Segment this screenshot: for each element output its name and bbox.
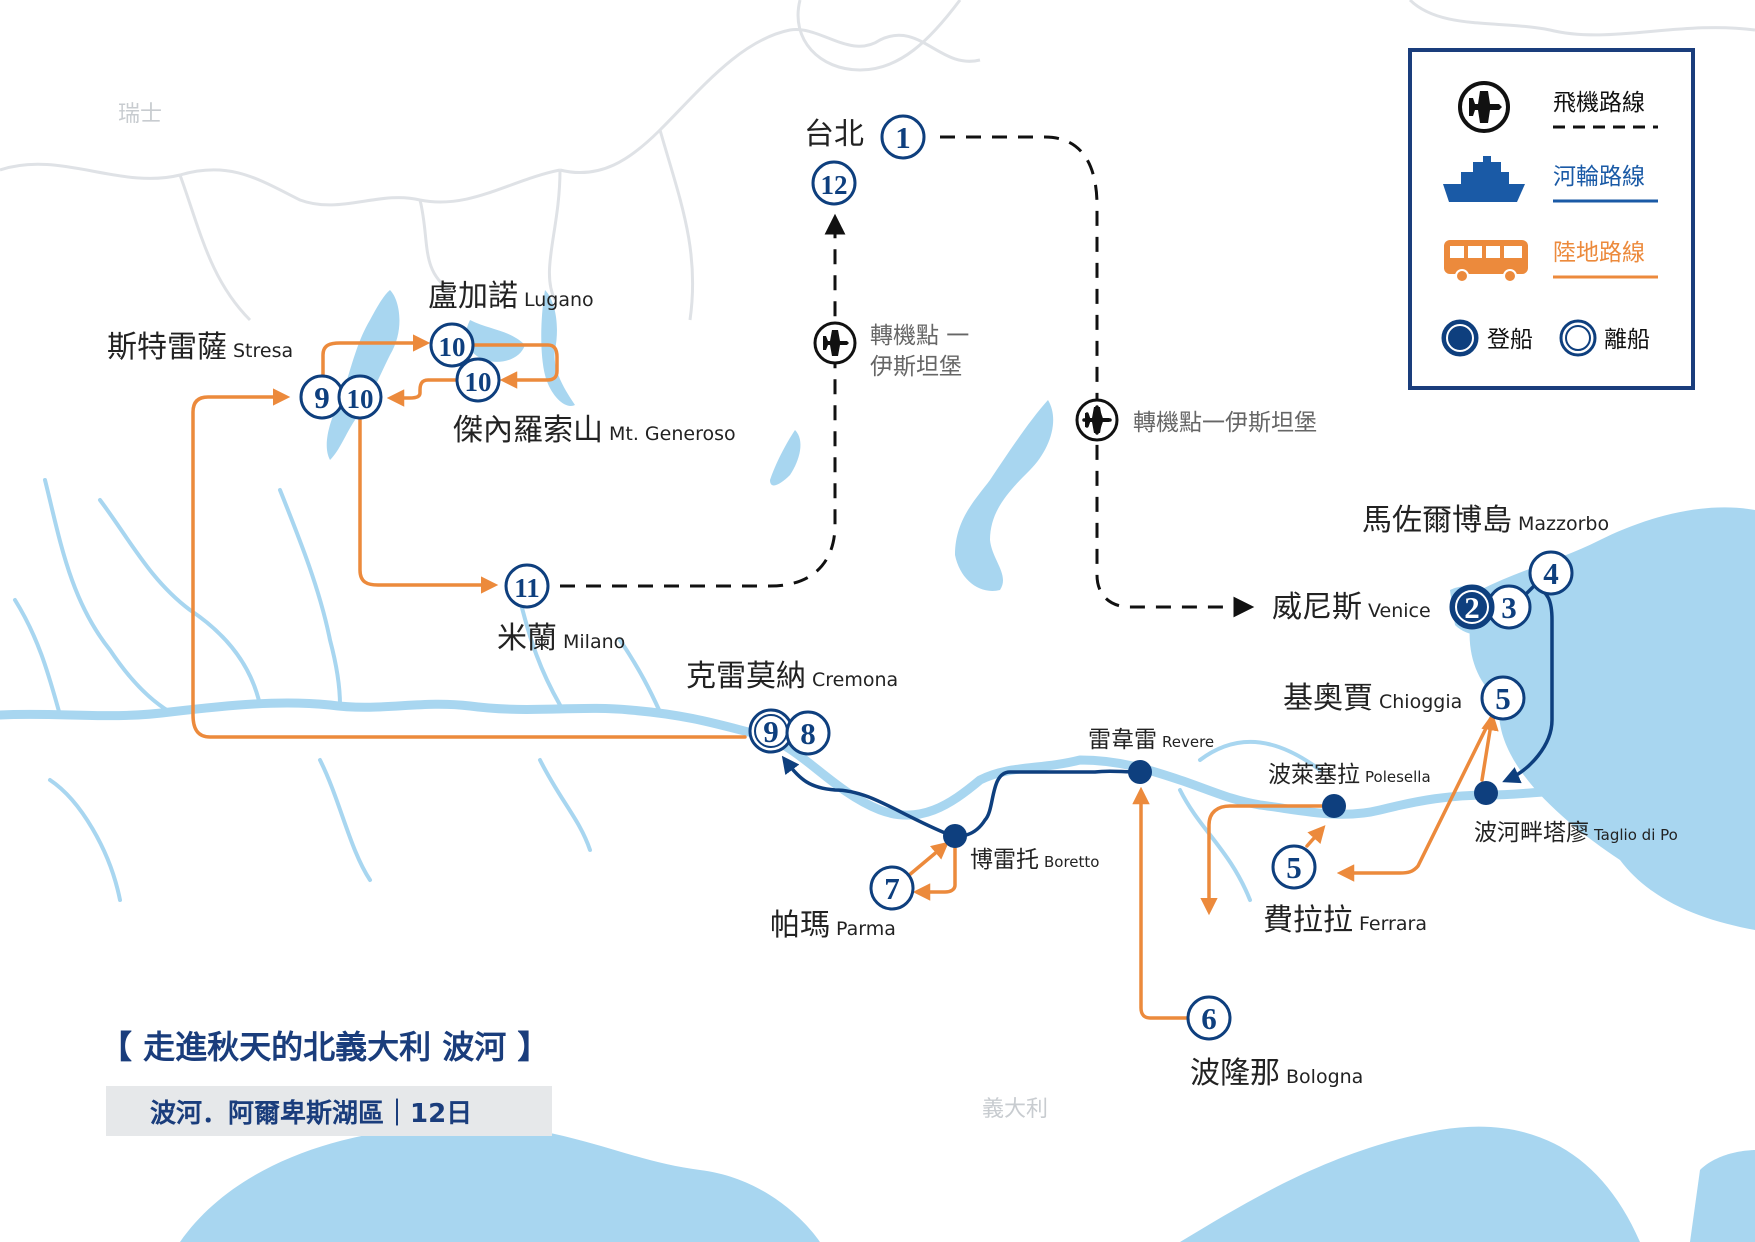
svg-text:4: 4 — [1543, 556, 1559, 591]
bus-icon — [1444, 240, 1528, 283]
land-chioggia-ferrara — [1336, 714, 1494, 882]
svg-text:10: 10 — [439, 332, 466, 362]
flight-routes — [560, 135, 1255, 618]
svg-text:5: 5 — [1286, 850, 1302, 885]
rivers — [0, 478, 1595, 902]
legend-disembark-label: 離船 — [1604, 327, 1650, 353]
place-taipei: 台北 — [804, 117, 864, 152]
tour-subtitle: 波河．阿爾卑斯湖區｜12日 — [150, 1098, 472, 1129]
stop-dot-polesella — [1322, 794, 1346, 818]
svg-text:9: 9 — [314, 380, 330, 415]
land-borders — [0, 0, 1755, 322]
day-markers-outline: 1 12 9 10 10 10 11 9 8 3 4 5 5 6 7 — [299, 114, 1574, 1041]
ship-icon — [1443, 156, 1525, 202]
legend-river-label: 河輪路線 — [1553, 164, 1645, 190]
land-stresa-lugano — [321, 334, 431, 380]
stop-dots — [943, 760, 1498, 848]
svg-text:12: 12 — [821, 170, 848, 200]
day-markers-filled: 2 — [1449, 584, 1495, 630]
day-marker-lugano: 10 — [429, 322, 475, 368]
airplane-icon — [1458, 81, 1510, 133]
day-marker-taipei-end: 12 — [811, 160, 857, 206]
day-marker-venice-3: 3 — [1486, 584, 1532, 630]
flight-outbound — [940, 135, 1255, 618]
transfer-label-outbound-2: 伊斯坦堡 — [870, 354, 962, 380]
region-label-italy: 義大利 — [982, 1097, 1048, 1122]
svg-text:7: 7 — [884, 871, 900, 906]
region-label-switzerland: 瑞士 — [118, 102, 162, 127]
day-marker-taipei-start: 1 — [880, 114, 926, 160]
land-generoso-stresa — [386, 378, 462, 407]
land-lugano-generoso — [470, 343, 559, 389]
land-taglio-chioggia — [1480, 712, 1499, 782]
day-marker-milano: 11 — [504, 563, 550, 609]
svg-text:5: 5 — [1495, 681, 1511, 716]
svg-text:10: 10 — [465, 367, 492, 397]
legend-land-label: 陸地路線 — [1553, 240, 1645, 266]
svg-text:8: 8 — [800, 716, 816, 751]
day-marker-cremona-8: 8 — [785, 710, 831, 756]
land-bologna-revere — [1132, 786, 1190, 1020]
land-cremona-stresa — [191, 388, 747, 739]
svg-text:3: 3 — [1501, 590, 1517, 625]
day-marker-venice-2: 2 — [1449, 584, 1495, 630]
svg-text:11: 11 — [514, 573, 540, 603]
day-marker-generoso: 10 — [455, 357, 501, 403]
land-routes — [191, 334, 1499, 1020]
day-marker-mazzorbo: 4 — [1528, 550, 1574, 596]
stop-dot-boretto — [943, 824, 967, 848]
day-marker-stresa-10: 10 — [337, 374, 383, 420]
airplane-icon — [813, 321, 857, 365]
airplane-icon — [1075, 398, 1119, 442]
water-bodies — [180, 290, 1755, 1242]
land-polesella-bologna — [1200, 804, 1334, 916]
day-marker-stresa-9: 9 — [299, 374, 345, 420]
svg-text:1: 1 — [895, 120, 911, 155]
land-boretto-parma — [912, 843, 957, 901]
day-marker-parma: 7 — [869, 865, 915, 911]
svg-text:10: 10 — [347, 384, 374, 414]
day-marker-ferrara: 5 — [1271, 844, 1317, 890]
svg-text:2: 2 — [1464, 590, 1480, 625]
legend-board-label: 登船 — [1487, 327, 1533, 353]
legend-board-dot — [1441, 319, 1479, 357]
title-block: 【 走進秋天的北義大利 波河 】 波河．阿爾卑斯湖區｜12日 — [100, 1028, 552, 1136]
transfer-label-inbound: 轉機點一伊斯坦堡 — [1133, 410, 1317, 436]
tour-title: 【 走進秋天的北義大利 波河 】 — [100, 1028, 549, 1066]
land-ferrara-polesella — [1305, 825, 1326, 848]
land-parma-boretto — [906, 841, 950, 878]
legend: 飛機路線 河輪路線 陸地路線 登船 離船 — [1408, 48, 1695, 390]
stop-dot-revere — [1128, 760, 1152, 784]
land-stresa-milano — [358, 418, 499, 594]
svg-text:6: 6 — [1201, 1001, 1217, 1036]
flight-return — [560, 213, 846, 588]
subtitle-bar — [106, 1086, 552, 1136]
day-marker-bologna: 6 — [1186, 995, 1232, 1041]
day-marker-chioggia: 5 — [1480, 675, 1526, 721]
svg-text:9: 9 — [763, 714, 779, 749]
legend-flight-label: 飛機路線 — [1553, 90, 1645, 116]
stop-dot-taglio — [1474, 781, 1498, 805]
transfer-label-outbound-1: 轉機點 一 — [870, 323, 969, 349]
